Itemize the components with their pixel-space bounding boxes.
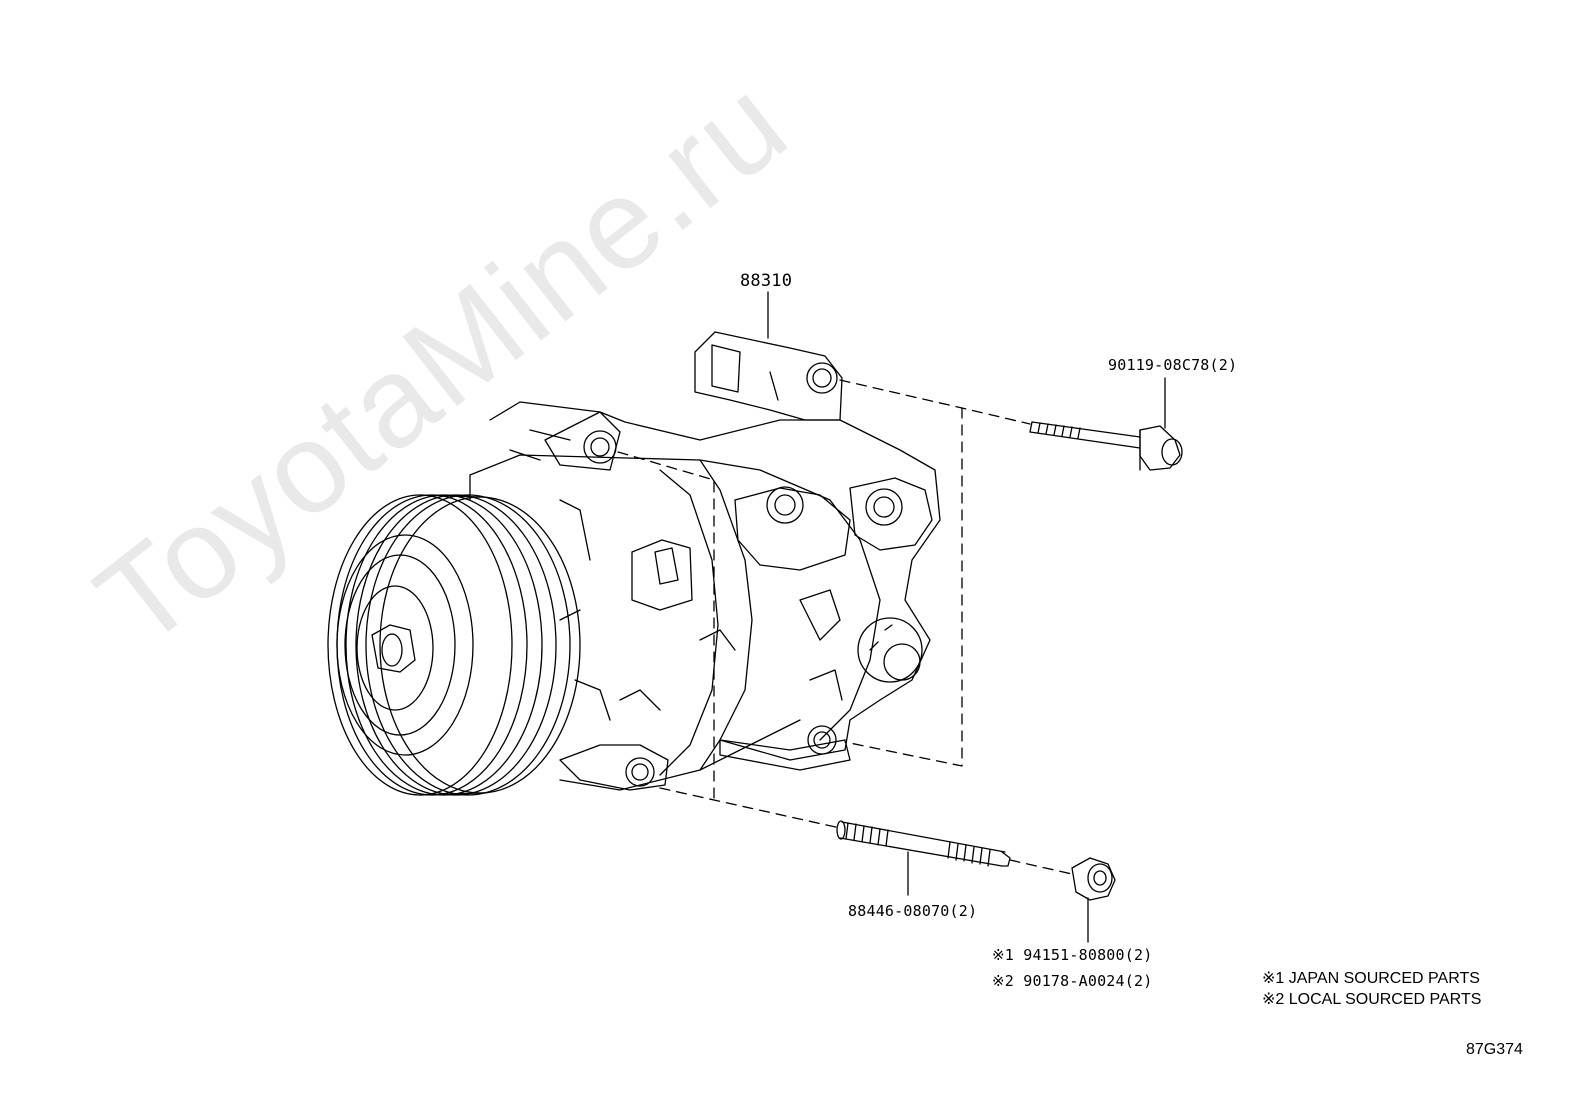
nut xyxy=(1071,857,1116,901)
callout-nut-local: ※2 90178-A0024(2) xyxy=(992,972,1153,990)
illustration-id: 87G374 xyxy=(1466,1041,1523,1058)
callout-upper-bolt: 90119-08C78(2) xyxy=(1108,356,1238,374)
compressor-body xyxy=(469,331,941,791)
callout-compressor: 88310 xyxy=(740,271,793,291)
leader-lines xyxy=(767,291,1166,943)
callout-nut-japan: ※1 94151-80800(2) xyxy=(992,946,1153,964)
assembly-lines xyxy=(617,379,1073,875)
pulley xyxy=(327,494,581,796)
legend-japan-sourced: ※1 JAPAN SOURCED PARTS xyxy=(1262,970,1480,987)
legend-local-sourced: ※2 LOCAL SOURCED PARTS xyxy=(1262,991,1482,1008)
callout-stud: 88446-08070(2) xyxy=(848,902,978,920)
upper-bolt xyxy=(1029,421,1183,471)
stud-bolt xyxy=(836,820,1011,867)
